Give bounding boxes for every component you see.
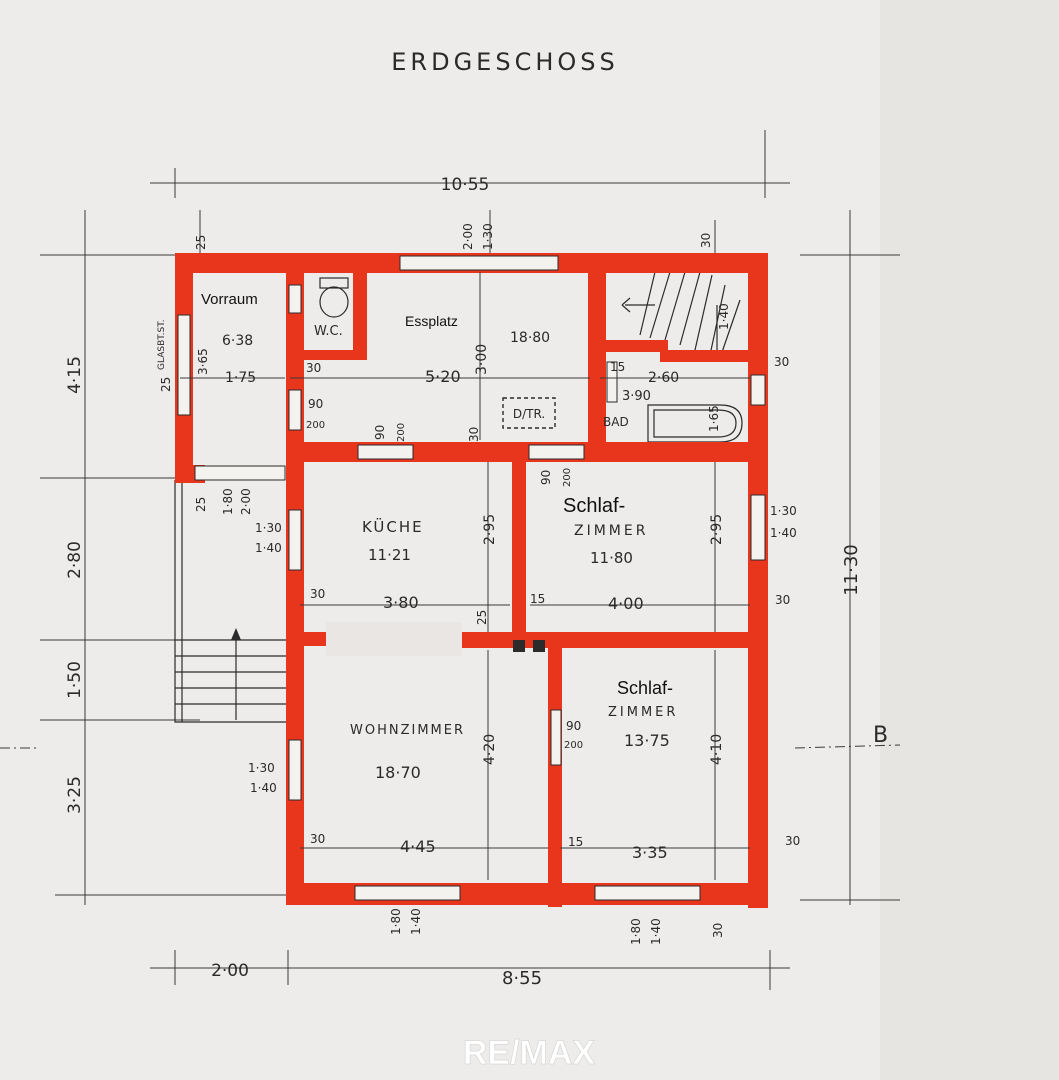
- wohnzimmer-area: 18·70: [375, 763, 421, 782]
- bath-note: 1·65: [707, 405, 721, 432]
- win-bottom1-140: 1·40: [409, 908, 423, 935]
- wohnzimmer-width: 4·45: [400, 837, 436, 856]
- dim-15-schlaf1: 15: [530, 592, 545, 606]
- dim-200-vorraum: 200: [306, 420, 325, 431]
- bad-area: 3·90: [622, 389, 651, 404]
- win-top-200: 2·00: [461, 223, 475, 250]
- dim-25-left: 25: [159, 377, 173, 392]
- win-wohn-140: 1·40: [250, 781, 277, 795]
- dim-30-kitchen: 30: [310, 587, 325, 601]
- dim-bottom-left: 2·00: [211, 961, 249, 981]
- wc-label: W.C.: [314, 324, 343, 339]
- essplatz-width: 5·20: [425, 367, 461, 386]
- win-schlaf1-140: 1·40: [770, 526, 797, 540]
- kueche-width: 3·80: [383, 593, 419, 612]
- dimension-lines: [0, 130, 901, 990]
- plan-title: ERDGESCHOSS: [391, 48, 618, 76]
- bad-width: 2·60: [648, 370, 679, 386]
- win-vorraum-200: 2·00: [239, 488, 253, 515]
- dim-30-right: 30: [774, 355, 789, 369]
- dim-left-top: 4·15: [65, 356, 85, 394]
- win-bottom2-180: 1·80: [629, 918, 643, 945]
- vorraum-area: 6·38: [222, 333, 253, 349]
- dim-90-vorraum: 90: [308, 397, 323, 411]
- dim-25-topleft: 25: [194, 235, 208, 250]
- schlaf1-depth: 2·95: [709, 514, 725, 545]
- vorraum-width: 1·75: [225, 370, 256, 386]
- room-label-schlaf2: Schlaf-: [617, 678, 673, 698]
- bad-label: BAD: [603, 415, 629, 429]
- glass-note: GLASBT.ST.: [157, 319, 167, 370]
- vorraum-depth: 3·65: [196, 348, 210, 375]
- dim-left-bottom: 3·25: [65, 776, 85, 814]
- dim-90-kitchen: 90: [373, 425, 387, 440]
- interior-dimensions: [180, 272, 750, 880]
- dim-left-lower: 1·50: [65, 661, 85, 699]
- dim-30-wc: 30: [306, 361, 321, 375]
- schlaf1-area: 11·80: [590, 549, 633, 567]
- stove-label: D/TR.: [513, 407, 545, 421]
- stove-box: [502, 397, 556, 429]
- dim-30-bottomright: 30: [711, 923, 725, 938]
- dim-30-stairtop: 30: [699, 233, 713, 248]
- win-bottom2-140: 1·40: [649, 918, 663, 945]
- essplatz-area: 18·80: [510, 330, 550, 346]
- dim-200-schlaf1: 200: [562, 468, 573, 487]
- win-schlaf1-130: 1·30: [770, 504, 797, 518]
- brand-logo: RE/MAX: [463, 1034, 596, 1072]
- dim-25-kitchen: 25: [475, 610, 489, 625]
- wohnzimmer-label: WOHNZIMMER: [350, 723, 465, 738]
- win-bottom1-180: 1·80: [389, 908, 403, 935]
- schlaf2-width: 3·35: [632, 843, 668, 862]
- win-kitchen-140: 1·40: [255, 541, 282, 555]
- schlaf1-zimmer: ZIMMER: [574, 523, 648, 539]
- dim-200-schlaf2: 200: [564, 740, 583, 751]
- dim-30-ess: 30: [467, 427, 481, 442]
- win-kitchen-130: 1·30: [255, 521, 282, 535]
- dim-30-schlaf1: 30: [775, 593, 790, 607]
- dim-total-width: 10·55: [441, 175, 490, 195]
- entry-stairs: [174, 480, 288, 723]
- dim-15-schlaf2: 15: [568, 835, 583, 849]
- win-top-130: 1·30: [481, 223, 495, 250]
- paper-shadow: [880, 0, 1059, 1080]
- dim-25-terrace: 25: [194, 497, 208, 512]
- dim-200-kitchen: 200: [396, 423, 407, 442]
- room-label-vorraum: Vorraum: [201, 291, 258, 308]
- dim-90-schlaf1: 90: [539, 470, 553, 485]
- kueche-depth: 2·95: [482, 514, 498, 545]
- dim-90-schlaf2: 90: [566, 719, 581, 733]
- toilet-symbol: [319, 277, 349, 318]
- small-dimension-texts: 25 25 25 25 30 30 30 30 30 30 30 30 15 1…: [159, 223, 800, 945]
- bathtub-symbol: [647, 404, 743, 443]
- schlaf2-depth: 4·10: [709, 734, 725, 765]
- dim-left-mid: 2·80: [65, 541, 85, 579]
- wohnzimmer-depth: 4·20: [482, 734, 498, 765]
- kueche-label: KÜCHE: [362, 517, 424, 536]
- dim-30-schlaf2: 30: [785, 834, 800, 848]
- dim-right-height: 11·30: [841, 544, 862, 596]
- win-vorraum-180: 1·80: [221, 488, 235, 515]
- schlaf1-width: 4·00: [608, 594, 644, 613]
- essplatz-depth: 3·00: [474, 344, 490, 375]
- room-label-schlaf1: Schlaf-: [563, 495, 625, 517]
- schlaf2-area: 13·75: [624, 731, 670, 750]
- section-marker-b: B: [873, 723, 888, 748]
- room-label-essplatz: Essplatz: [405, 313, 458, 329]
- schlaf2-zimmer: ZIMMER: [608, 705, 678, 720]
- openings: [177, 255, 766, 901]
- dim-30-wohn: 30: [310, 832, 325, 846]
- win-wohn-130: 1·30: [248, 761, 275, 775]
- dim-15-bad: 15: [610, 360, 625, 374]
- stair-note: 1·40: [717, 303, 731, 330]
- dim-bottom-width: 8·55: [502, 968, 542, 989]
- kueche-area: 11·21: [368, 546, 411, 564]
